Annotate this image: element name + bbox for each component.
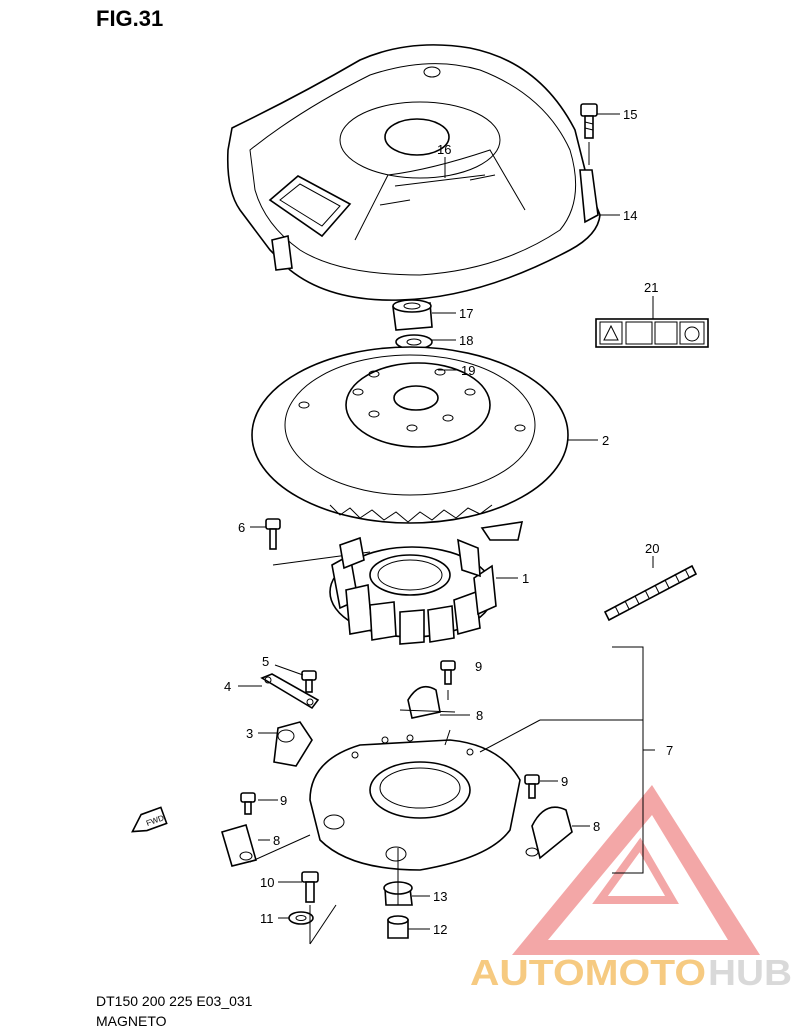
callout-numbers: 15 14 16 21 17 18 19 2 6 20 1 5 9 4 8 3 … (224, 107, 673, 937)
callout-18: 18 (459, 333, 473, 348)
watermark-triangle (512, 785, 760, 955)
flywheel (251, 346, 569, 541)
lead-wire-strap (260, 673, 320, 710)
watermark-word-b: HUB (708, 952, 792, 993)
callout-8a: 8 (476, 708, 483, 723)
callout-21: 21 (644, 280, 658, 295)
footer-model-code: DT150 200 225 E03_031 (96, 993, 253, 1009)
callout-1: 1 (522, 571, 529, 586)
callout-17: 17 (459, 306, 473, 321)
group-bracket-7 (479, 646, 655, 874)
clamp-screw (274, 664, 317, 693)
stator (329, 536, 497, 645)
callout-5: 5 (262, 654, 269, 669)
warning-label (595, 296, 709, 348)
callout-6: 6 (238, 520, 245, 535)
callout-4: 4 (224, 679, 231, 694)
flywheel-nut (392, 299, 433, 331)
callout-20: 20 (645, 541, 659, 556)
callout-14: 14 (623, 208, 637, 223)
callout-12: 12 (433, 922, 447, 937)
stator-base-plate (309, 734, 521, 871)
spacer-collar (387, 915, 409, 939)
pulser-coil-left (221, 824, 257, 867)
pulser-coil-right (525, 806, 573, 860)
callout-8c: 8 (273, 833, 280, 848)
callout-2: 2 (602, 433, 609, 448)
footer-section-name: MAGNETO (96, 1013, 167, 1029)
callout-11: 11 (260, 911, 274, 926)
callout-3: 3 (246, 726, 253, 741)
coil-spring (603, 564, 698, 622)
base-plate-washer (288, 911, 314, 925)
flywheel-cover (226, 44, 601, 301)
watermark-wordmark: AUTOMOTO HUB (470, 952, 792, 993)
leader-lines (238, 113, 654, 945)
cover-bolt (580, 103, 598, 165)
callout-9c: 9 (280, 793, 287, 808)
watermark-word-a: AUTOMOTO (470, 952, 706, 993)
forward-arrow: FWD (131, 806, 168, 833)
callout-9a: 9 (475, 659, 482, 674)
callout-7: 7 (666, 743, 673, 758)
pulser-coil-top (399, 685, 456, 719)
callout-13: 13 (433, 889, 447, 904)
callout-10: 10 (260, 875, 274, 890)
sensor-screw-top (440, 660, 456, 685)
callout-9b: 9 (561, 774, 568, 789)
callout-19: 19 (461, 363, 475, 378)
callout-15: 15 (623, 107, 637, 122)
figure-title: FIG.31 (96, 6, 164, 31)
base-plate-bolt (301, 871, 319, 903)
callout-16: 16 (437, 142, 451, 157)
callout-8b: 8 (593, 819, 600, 834)
sensor-screw-right (524, 774, 540, 799)
cable-bracket (273, 721, 313, 767)
sensor-screw-left (240, 792, 256, 815)
